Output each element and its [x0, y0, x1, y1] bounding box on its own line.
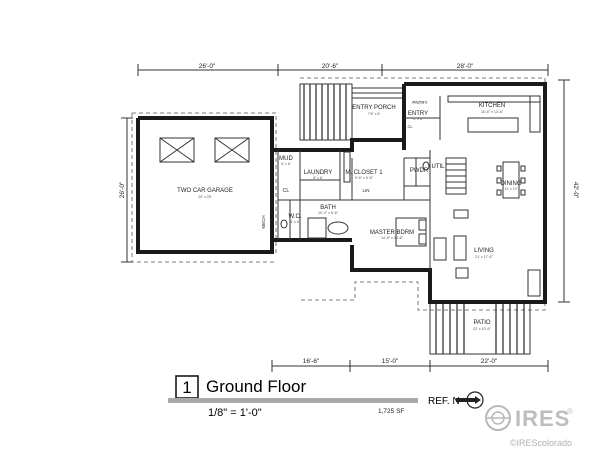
- label-util: UTIL: [431, 164, 445, 170]
- label-wc: W.C.: [289, 214, 302, 220]
- label-entry-porch: ENTRY PORCH: [352, 105, 395, 111]
- drawing-title: Ground Floor: [206, 377, 306, 396]
- label-mud: MUD: [279, 156, 293, 162]
- interior-walls: [277, 96, 441, 270]
- label-entry: ENTRY: [408, 111, 428, 117]
- drawing-scale: 1/8" = 1'-0": [208, 407, 262, 419]
- size-garage: 20' x 25': [198, 195, 211, 199]
- label-mech: MECH: [261, 215, 266, 228]
- size-master: 14'-6" x 14'-6": [381, 236, 404, 240]
- label-lin: LIN: [362, 188, 369, 193]
- dim-bottom-3: 22'-0": [481, 358, 498, 365]
- stairs: [445, 157, 467, 195]
- label-laundry: LAUNDRY: [304, 170, 333, 176]
- reference-label: REF. N: [428, 396, 460, 407]
- size-entry-porch: 7'6" x 6': [368, 112, 381, 116]
- label-kitchen: KITCHEN: [479, 103, 505, 109]
- label-pwdr: PWDR: [410, 168, 429, 174]
- size-entry: 6' x 6': [413, 117, 422, 121]
- garage-skylights: [159, 137, 250, 163]
- label-cl: CL: [283, 188, 290, 194]
- size-patio: 22' x 10'-6": [473, 327, 491, 331]
- north-arrow-icon: [456, 391, 484, 409]
- bath-fixtures: [280, 151, 430, 239]
- ires-logo-icon: [485, 405, 511, 431]
- label-master: MASTER BDRM: [370, 230, 414, 236]
- dim-left: 26'-0": [119, 181, 126, 198]
- size-mud: 6' x 6': [281, 162, 290, 166]
- title-underline: [168, 398, 418, 403]
- exterior-walls: [136, 82, 547, 304]
- size-m-closet: 9'-6" x 6'-6": [355, 176, 374, 180]
- living-furniture: [433, 209, 541, 297]
- dim-top-3: 28'-0": [457, 63, 474, 70]
- dim-top-1: 26'-0": [199, 63, 216, 70]
- dimension-lines: [121, 64, 570, 372]
- dining-table: [496, 161, 526, 199]
- label-bath: BATH: [320, 205, 336, 211]
- label-patio: PATIO: [473, 320, 490, 326]
- size-laundry: 8' x 6': [313, 176, 322, 180]
- drawing-number: 1: [182, 378, 191, 397]
- size-kitchen: 16'-6" x 13'-6": [481, 110, 504, 114]
- label-dining: DINING: [501, 181, 522, 187]
- label-living: LIVING: [474, 248, 494, 254]
- size-wc: 4' x 6': [290, 220, 299, 224]
- dim-bottom-2: 15'-0": [382, 358, 399, 365]
- floor-area: 1,725 SF: [378, 408, 404, 415]
- dim-right: 42'-0": [572, 182, 579, 199]
- size-dining: 11' x 13': [505, 187, 518, 191]
- dim-bottom-1: 16'-6": [303, 358, 320, 365]
- watermark-registered: ®: [567, 407, 573, 416]
- bed: [395, 217, 427, 247]
- label-m-closet: M. CLOSET 1: [345, 170, 383, 176]
- size-living: 21' x 17'-6": [475, 255, 493, 259]
- watermark-credit: ©IREScolorado: [510, 438, 572, 448]
- size-bath: 10'-2" x 8'-6": [318, 211, 339, 215]
- watermark-brand: IRES: [515, 406, 570, 431]
- entry-pergola: [299, 83, 404, 141]
- label-pntry: PNTRY: [412, 100, 427, 105]
- dim-top-2: 20'-6": [322, 63, 339, 70]
- kitchen-island: [447, 95, 541, 133]
- label-garage: TWO CAR GARAGE: [177, 188, 233, 194]
- label-closet-entry: CL: [407, 124, 413, 129]
